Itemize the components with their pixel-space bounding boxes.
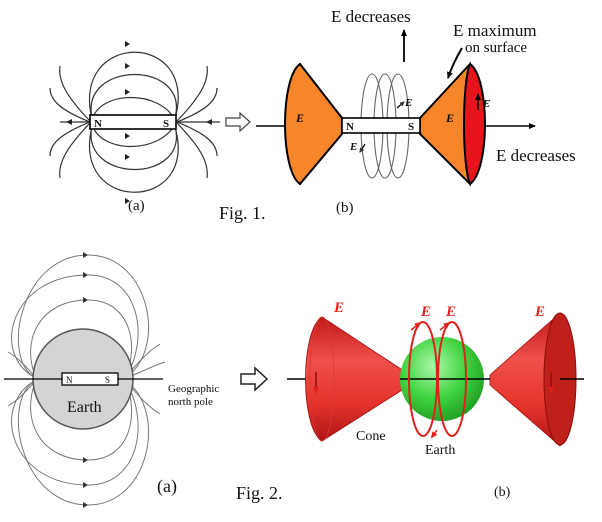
fig1b-e-max-pointer: [447, 47, 463, 79]
fig1b-left-cone: [284, 62, 343, 186]
fig2-panel-b: E E E E Cone Earth (b): [287, 300, 584, 500]
fig2b-e-loop-1: E: [420, 304, 431, 320]
fig2a-pole-line1: Geographic: [168, 383, 219, 395]
fig1a-magnet-n: N: [94, 118, 102, 130]
fig1b-e-max-line2: on surface: [465, 40, 527, 56]
fig2b-label: (b): [494, 485, 511, 500]
fig1b-e-max-line1: E maximum: [453, 21, 537, 40]
fig1b-e-decreases-up: E decreases: [331, 7, 411, 26]
fig1-panel-b: N S E E E E E E decreases E maximum on s…: [256, 7, 576, 216]
fig1b-magnet-n: N: [346, 121, 354, 133]
fig2b-e-loop-2: E: [445, 304, 456, 320]
fig2b-e-right: E: [534, 304, 545, 320]
fig1a-arrowheads: [66, 41, 212, 204]
fig1b-e-left-cone: E: [295, 111, 304, 125]
fig1b-e-right-cone: E: [445, 111, 454, 125]
fig2-panel-a: N S Earth Geographic north pole (a): [4, 252, 219, 508]
fig2b-e-left: E: [333, 300, 344, 316]
fig2a-bar-magnet: [61, 372, 119, 386]
hollow-right-arrow-icon: [240, 366, 269, 392]
fig1b-e-decreases-right: E decreases: [496, 146, 576, 165]
fig2a-magnet-n: N: [66, 375, 73, 385]
fig1a-label: (a): [128, 198, 145, 214]
fig2b-loop-arrow-2: [439, 321, 451, 331]
fig2a-earth-label: Earth: [67, 399, 102, 416]
fig2a-pole-line2: north pole: [168, 396, 213, 408]
hollow-right-arrow-icon: [225, 111, 251, 133]
fig2b-left-cone: [305, 316, 411, 442]
fig1-caption: Fig. 1.: [219, 203, 266, 223]
fig2b-left-cone-opening: [309, 316, 335, 442]
fig1a-bar-magnet: [89, 114, 177, 130]
fig1b-e-loop-bottom: E: [349, 141, 357, 153]
fig2a-label: (a): [157, 476, 177, 497]
fig2a-magnet-s: S: [105, 375, 110, 385]
fig2a-arrowheads: [83, 252, 88, 508]
fig1b-magnet-s: S: [408, 121, 414, 133]
fig1-panel-a: N S (a): [49, 41, 220, 214]
fig2b-earth-label: Earth: [425, 443, 455, 458]
fig1b-bar-magnet: [341, 117, 421, 134]
fig1b-label: (b): [336, 200, 354, 216]
fig1b-e-surface: E: [482, 98, 490, 110]
fig1b-loop-arrow-bottom: [359, 143, 366, 153]
fig2b-loop-arrow-3: [430, 429, 438, 439]
fig2b-cone-label: Cone: [356, 429, 386, 444]
fig1b-right-cone: [419, 61, 471, 187]
fig1a-magnet-s: S: [163, 118, 169, 130]
fig1a-field-lines: [49, 51, 220, 193]
fig2-caption: Fig. 2.: [236, 483, 283, 503]
fig1b-loop-arrow-top: [396, 101, 405, 109]
fig2b-field-loops: [408, 321, 467, 437]
fig1b-e-loop-top: E: [404, 97, 412, 109]
fig1b-right-cone-surface: [463, 62, 486, 186]
fig2b-loop-arrow-1: [410, 321, 422, 331]
